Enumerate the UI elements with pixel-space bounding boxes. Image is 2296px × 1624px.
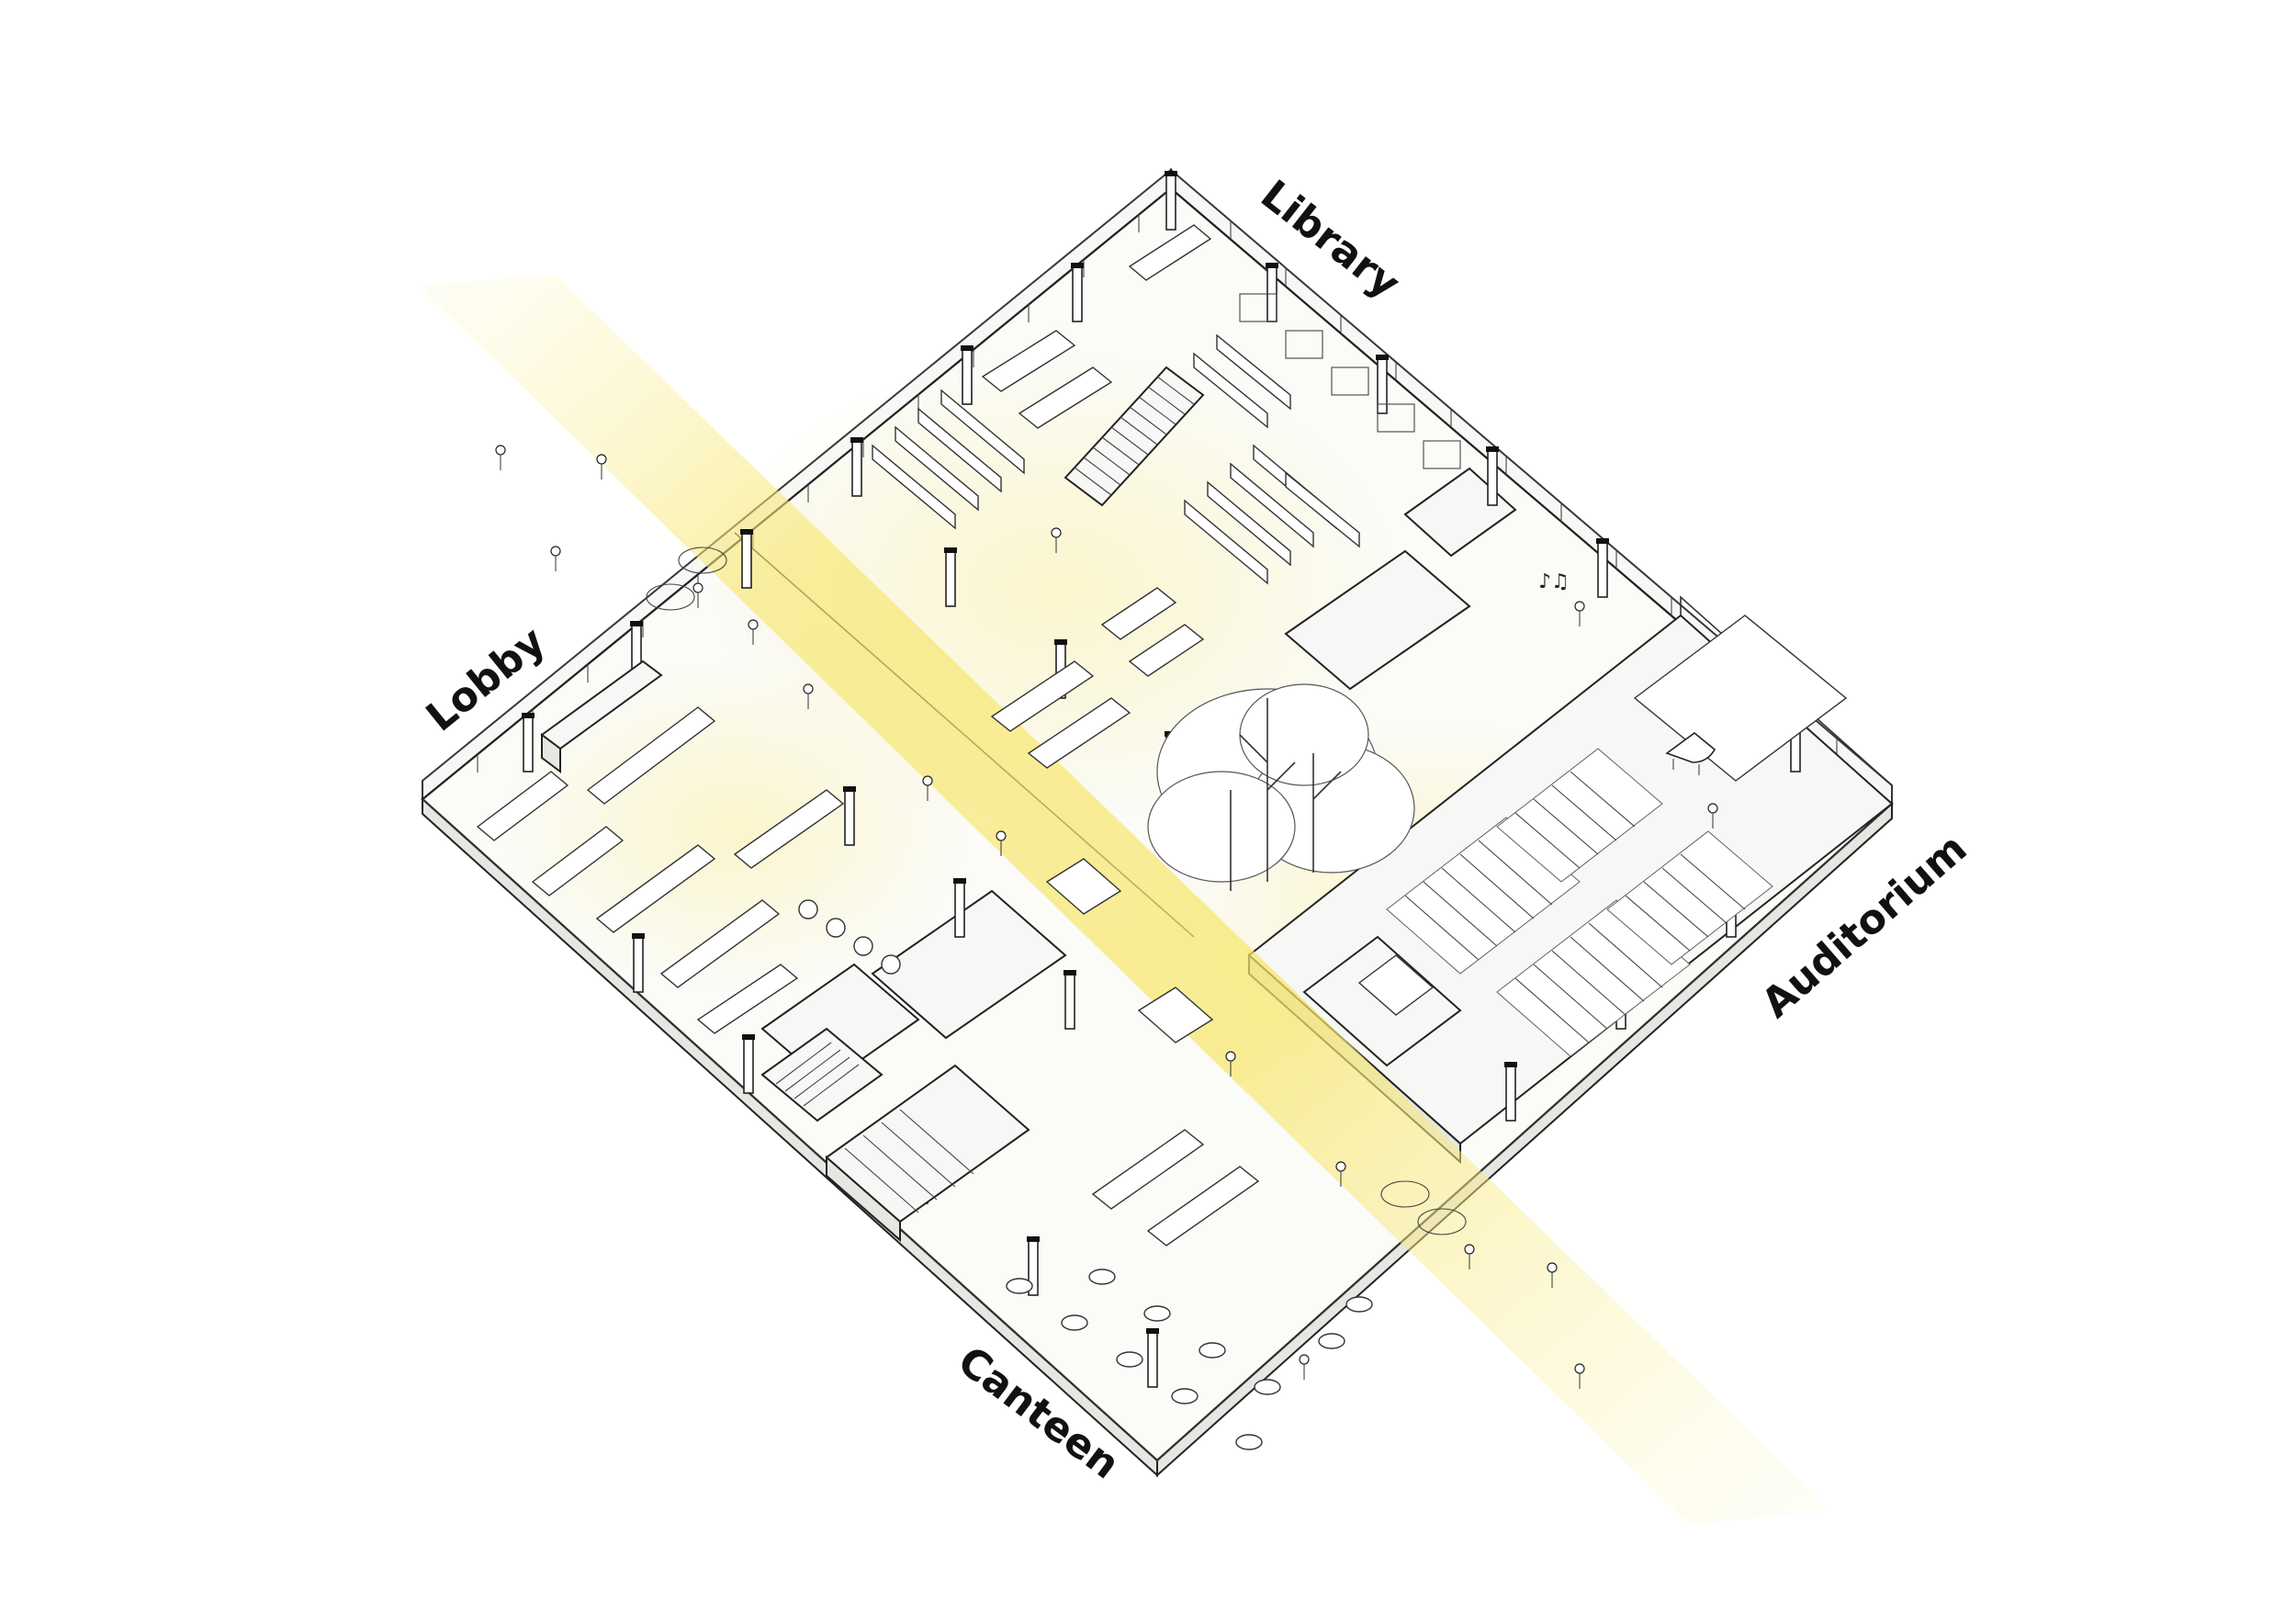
grand-piano-icon [1665,731,1716,775]
backstage-room [1302,935,1462,1067]
library-stair [1064,366,1205,507]
table [1345,1296,1373,1313]
person [1225,1051,1236,1077]
column [1146,1328,1159,1388]
entrance-drums [646,547,1467,1235]
column [632,933,645,993]
person [922,775,933,801]
column [1596,538,1609,598]
table [1143,1305,1171,1322]
reception-counters [1045,858,1214,1043]
column [742,1034,755,1094]
table [1006,1278,1033,1294]
library-tables [981,224,1212,769]
person [996,830,1007,856]
person [803,683,814,709]
people [495,445,1718,1389]
library-bookshelves [872,333,1360,585]
column [843,786,856,846]
person [1547,1262,1558,1288]
person [596,454,607,479]
person [1335,1161,1346,1187]
canteen-stair-core [760,1027,884,1122]
music-notes-icon: ♪♫ [1538,570,1570,593]
person [1051,527,1062,553]
person [692,582,703,608]
table [1171,1388,1199,1404]
table [1318,1333,1345,1349]
library-carrels [1239,293,1461,469]
table [1116,1351,1143,1368]
column [1165,171,1177,231]
column [1027,1236,1040,1296]
person [495,445,506,470]
person [1707,803,1718,829]
person [1464,1244,1475,1269]
table [1199,1342,1226,1359]
canteen-tables [1006,1129,1373,1450]
person [748,619,759,645]
person [1574,601,1585,626]
person [1299,1354,1310,1380]
person [1574,1363,1585,1389]
auditorium-stage: ♪♫ [1538,570,1848,782]
column [1376,355,1389,414]
courtyard-tree [1147,683,1415,891]
column [1071,263,1084,322]
person [550,546,561,571]
lobby-furniture [476,660,901,1034]
table [1088,1269,1116,1285]
column [850,437,863,497]
svg-text:♪♫: ♪♫ [1538,570,1570,593]
column [522,713,535,773]
table [1061,1314,1088,1331]
table [1235,1434,1263,1450]
column [740,529,753,589]
canteen-kitchen [825,1064,1030,1243]
circulation-highlight-band [418,276,1832,1525]
column [944,547,957,607]
column [953,878,966,938]
column [1486,446,1499,506]
column [1064,970,1076,1030]
column [1504,1062,1517,1122]
auditorium-seating [1386,748,1773,1057]
table [1254,1379,1281,1395]
column [961,345,974,405]
